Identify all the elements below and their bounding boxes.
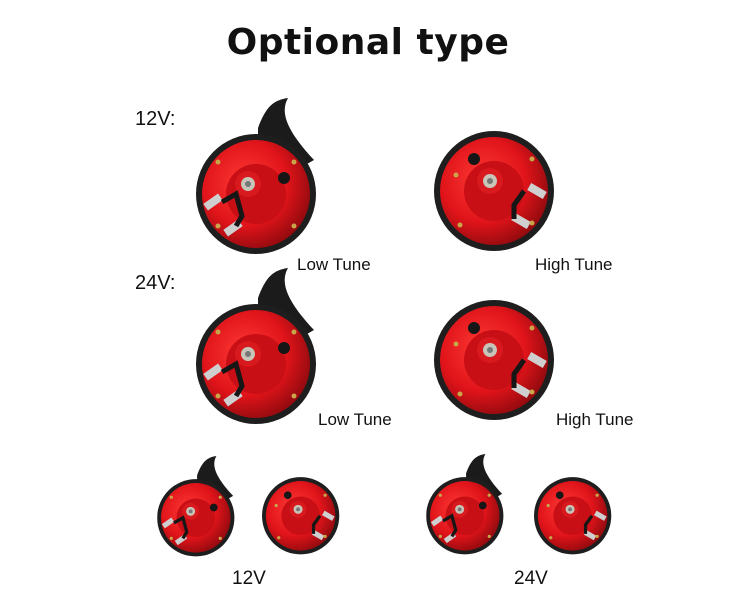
horn-12v-high-tune-image [428, 95, 558, 255]
horn-pair-24v-high-image [530, 454, 614, 557]
horn-pair-24v-low-image [426, 454, 510, 557]
high-tune-label-24v: High Tune [556, 410, 634, 429]
horn-pair-12v-high-image [258, 454, 342, 557]
page-title: Optional type [226, 22, 510, 63]
high-tune-label-12v: High Tune [535, 255, 613, 274]
voltage-label-24v: 24V: [135, 272, 176, 294]
horn-pair-12v-low-image [157, 456, 241, 559]
voltage-label-12v: 12V: [135, 108, 176, 130]
low-tune-label-24v: Low Tune [318, 410, 392, 429]
horn-24v-low-tune-image [196, 268, 326, 428]
low-tune-label-12v: Low Tune [297, 255, 371, 274]
horn-24v-high-tune-image [428, 264, 558, 424]
horn-12v-low-tune-image [196, 98, 326, 258]
bottom-label-24v: 24V [514, 568, 548, 589]
bottom-label-12v: 12V [232, 568, 266, 589]
